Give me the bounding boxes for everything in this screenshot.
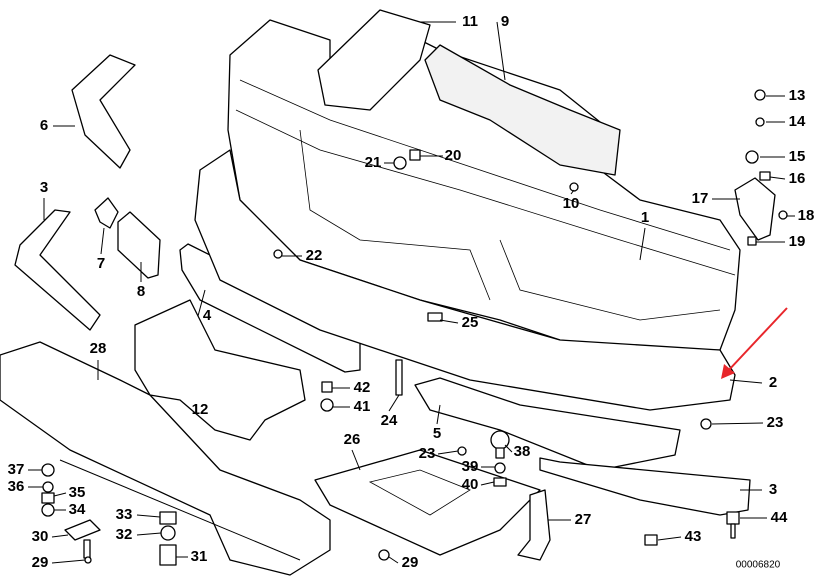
label-43: 43 [684, 528, 702, 545]
part-5-spoiler-side [414, 377, 681, 471]
label-29-left: 29 [31, 554, 49, 571]
label-18: 18 [797, 207, 815, 224]
part-8-bracket [117, 211, 161, 279]
part-3-trim-strip [539, 457, 751, 516]
label-28: 28 [89, 340, 107, 357]
label-33: 33 [115, 506, 133, 523]
label-4: 4 [202, 307, 212, 324]
label-17: 17 [691, 190, 709, 207]
part-3-side-trim [14, 209, 101, 331]
drawing-code: 00006820 [735, 559, 781, 571]
label-35: 35 [68, 484, 86, 501]
label-11: 11 [462, 13, 478, 30]
label-19: 19 [788, 233, 806, 250]
part-26-tray [314, 449, 541, 556]
label-22: 22 [305, 247, 323, 264]
label-23-right: 23 [766, 414, 784, 431]
label-36: 36 [7, 478, 25, 495]
label-1: 1 [640, 209, 650, 226]
label-12: 12 [191, 401, 209, 418]
label-23-center: 23 [418, 445, 436, 462]
label-14: 14 [788, 113, 806, 130]
label-6: 6 [39, 117, 49, 134]
label-30: 30 [31, 528, 49, 545]
part-7-clip [94, 197, 119, 229]
label-26: 26 [343, 431, 361, 448]
part-27-bracket [517, 489, 551, 561]
label-34: 34 [68, 501, 86, 518]
label-13: 13 [788, 87, 806, 104]
label-29-center: 29 [401, 554, 419, 571]
fasteners [41, 89, 788, 566]
label-10: 10 [562, 195, 580, 212]
leader-lines [28, 21, 795, 564]
part-28-underbody-panel [0, 341, 331, 576]
label-37: 37 [7, 461, 25, 478]
label-24: 24 [380, 412, 398, 429]
part-12-air-guide [134, 299, 306, 441]
label-44: 44 [770, 509, 788, 526]
part-9-grille [424, 44, 621, 176]
label-32: 32 [115, 526, 133, 543]
label-3-bottom: 3 [768, 481, 778, 498]
part-11-air-duct [317, 9, 431, 111]
label-27: 27 [574, 511, 592, 528]
label-7: 7 [96, 255, 106, 272]
label-42: 42 [353, 379, 371, 396]
label-41: 41 [353, 398, 371, 415]
part-6-trim [71, 54, 136, 169]
label-3-top: 3 [39, 179, 49, 196]
highlight-arrow [721, 307, 788, 379]
label-39: 39 [461, 458, 479, 475]
label-2: 2 [768, 374, 778, 391]
label-31: 31 [190, 548, 208, 565]
label-25: 25 [461, 314, 479, 331]
label-40: 40 [461, 476, 479, 493]
label-8: 8 [136, 283, 146, 300]
label-16: 16 [788, 170, 806, 187]
label-20: 20 [444, 147, 462, 164]
part-2-spoiler [194, 149, 736, 411]
label-21: 21 [364, 154, 382, 171]
label-38: 38 [513, 443, 531, 460]
label-5: 5 [432, 425, 442, 442]
part-17-bracket [734, 177, 776, 241]
label-15: 15 [788, 148, 806, 165]
label-9: 9 [500, 13, 510, 30]
